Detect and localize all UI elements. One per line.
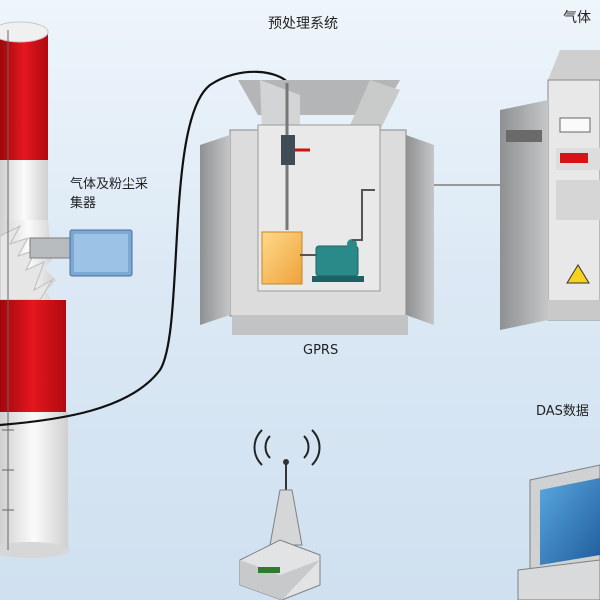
sample-line-cable: [0, 70, 291, 427]
pretreatment-cabinet-icon: [200, 80, 434, 335]
chimney-icon: [0, 21, 70, 558]
gprs-antenna-icon: [239, 429, 321, 600]
das-label: DAS数据: [536, 404, 589, 419]
gas-analyzer-label: 气体: [563, 10, 591, 26]
pretreatment-label: 预处理系统: [268, 16, 338, 32]
gprs-label: GPRS: [303, 343, 339, 358]
gas-dust-sampler-icon: [29, 229, 133, 277]
sampler-label: 气体及粉尘采集器: [70, 177, 149, 211]
das-computer-icon: [517, 464, 600, 600]
gas-analyzer-icon: [500, 50, 600, 330]
